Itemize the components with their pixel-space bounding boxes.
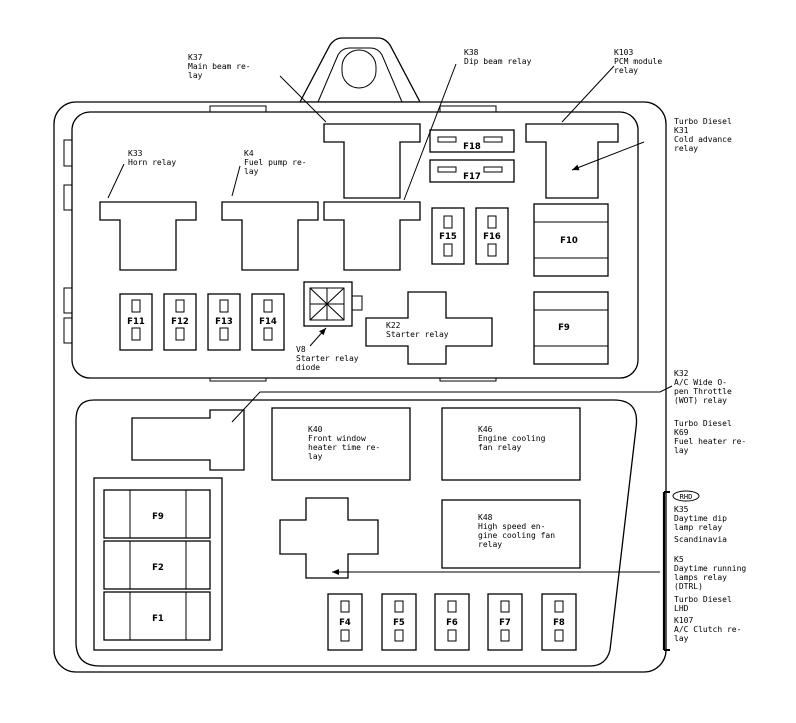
relay-k38-socket bbox=[323, 201, 421, 271]
relay-k32-socket bbox=[131, 409, 245, 471]
fuse-block-main: F9 F2 F1 bbox=[93, 477, 223, 651]
fuse-f12-label: F12 bbox=[171, 317, 189, 327]
fuse-f14: F14 bbox=[251, 293, 285, 351]
relay-k40-socket bbox=[271, 407, 411, 481]
fuse-f8-label: F8 bbox=[553, 618, 565, 628]
rhd-badge-text: RHD bbox=[680, 493, 693, 501]
fuse-f16: F16 bbox=[475, 207, 509, 265]
fuse-f1-label: F1 bbox=[152, 614, 164, 624]
fuse-f13: F13 bbox=[207, 293, 241, 351]
variant-bracket bbox=[662, 491, 670, 651]
fuse-f10: F10 bbox=[533, 203, 609, 277]
fuse-f6-label: F6 bbox=[446, 618, 458, 628]
relay-k22-socket bbox=[365, 291, 493, 365]
relay-k46-socket bbox=[441, 407, 581, 481]
relay-k103-socket bbox=[525, 123, 619, 199]
leader-lines bbox=[107, 63, 673, 575]
fuse-f14-label: F14 bbox=[259, 317, 277, 327]
relay-k5-socket bbox=[279, 497, 379, 579]
fuse-f11-label: F11 bbox=[127, 317, 145, 327]
fuse-f9-lower-label: F9 bbox=[152, 512, 164, 522]
relay-k4-socket bbox=[221, 201, 319, 271]
fuse-f9-upper: F9 bbox=[533, 291, 609, 365]
relay-k48-socket bbox=[441, 499, 581, 569]
fuse-f15-label: F15 bbox=[439, 232, 457, 242]
leader-v8 bbox=[309, 327, 327, 347]
fuse-f7: F7 bbox=[487, 593, 523, 651]
fuse-f10-label: F10 bbox=[560, 236, 578, 246]
fuse-f8: F8 bbox=[541, 593, 577, 651]
rhd-badge: RHD bbox=[672, 490, 700, 502]
leader-k32 bbox=[231, 385, 673, 423]
fuse-f18-label: F18 bbox=[463, 142, 481, 152]
leader-k33 bbox=[107, 163, 125, 199]
fuse-f17-label: F17 bbox=[463, 172, 481, 182]
fuse-f18: F18 bbox=[429, 129, 515, 153]
fuse-f16-label: F16 bbox=[483, 232, 501, 242]
fuse-f17: F17 bbox=[429, 159, 515, 183]
fuse-f15: F15 bbox=[431, 207, 465, 265]
fuse-f13-label: F13 bbox=[215, 317, 233, 327]
leader-k31 bbox=[571, 141, 645, 171]
fuse-f5-label: F5 bbox=[393, 618, 405, 628]
relay-k37-socket bbox=[323, 123, 421, 199]
fuse-f7-label: F7 bbox=[499, 618, 511, 628]
fuse-f6: F6 bbox=[434, 593, 470, 651]
leader-k38 bbox=[403, 63, 457, 201]
leader-k103 bbox=[561, 65, 615, 123]
fuse-f2-label: F2 bbox=[152, 563, 164, 573]
fuse-f5: F5 bbox=[381, 593, 417, 651]
fuse-f4: F4 bbox=[327, 593, 363, 651]
fuse-f4-label: F4 bbox=[339, 618, 351, 628]
fuse-f11: F11 bbox=[119, 293, 153, 351]
fuse-f12: F12 bbox=[163, 293, 197, 351]
leader-k4 bbox=[231, 165, 241, 197]
leader-k37 bbox=[279, 75, 327, 123]
relay-k33-socket bbox=[99, 201, 197, 271]
fuse-f9-upper-label: F9 bbox=[558, 323, 570, 333]
diode-v8 bbox=[303, 281, 363, 327]
